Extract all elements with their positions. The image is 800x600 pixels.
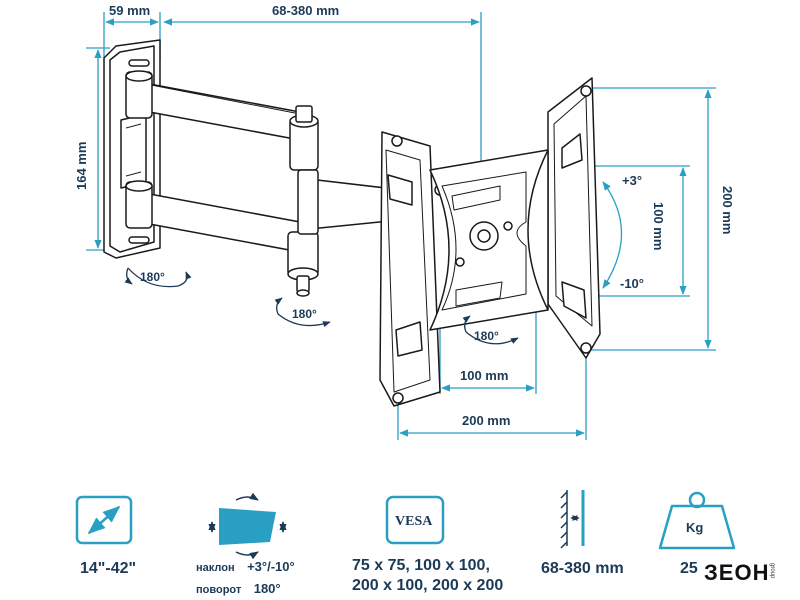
weight-badge: Kg <box>686 520 703 535</box>
wall-plate-width-label: 59 mm <box>109 3 150 18</box>
arm-swivel-label: 180° <box>292 307 317 321</box>
vesa-icon <box>385 495 445 545</box>
vesa-max-width-label: 200 mm <box>462 413 510 428</box>
tilt-swivel-icon <box>208 492 287 560</box>
vesa-line-2: 200 x 100, 200 x 200 <box>352 577 504 594</box>
tilt-down-label: -10° <box>620 276 644 291</box>
brand-logo-text: ЗЕОН <box>702 560 772 585</box>
tilt-label: наклон <box>196 562 235 574</box>
plate-rotation-label: 180° <box>474 329 499 343</box>
arm-extension-label: 68-380 mm <box>272 3 339 18</box>
vesa-max-height-label: 200 mm <box>720 186 735 234</box>
swivel-spec: поворот 180° <box>196 580 281 598</box>
wall-distance-text: 68-380 mm <box>541 560 624 577</box>
screen-size-text: 14"-42" <box>80 560 137 577</box>
weight-icon <box>658 491 736 550</box>
vesa-min-height-label: 100 mm <box>651 202 666 250</box>
screen-size-icon <box>75 495 133 545</box>
wall-plate-height-label: 164 mm <box>74 142 89 190</box>
tilt-value: +3°/-10° <box>247 559 295 574</box>
tilt-spec: наклон +3°/-10° <box>196 558 295 576</box>
vesa-min-width-label: 100 mm <box>460 368 508 383</box>
brand-logo: ЗЕОН group <box>702 560 775 586</box>
vesa-plate <box>379 77 601 407</box>
brand-sub: group <box>769 563 775 579</box>
vesa-line-1: 75 x 75, 100 x 100, <box>352 557 490 574</box>
rotation-arrows <box>124 267 519 345</box>
vesa-badge: VESA <box>395 514 433 529</box>
swing-arms <box>125 70 421 297</box>
tilt-up-label: +3° <box>622 173 642 188</box>
wall-distance-icon <box>560 490 585 549</box>
wall-swivel-label: 180° <box>140 270 165 284</box>
swivel-value: 180° <box>253 581 281 596</box>
weight-text: 25 <box>680 560 698 577</box>
swivel-label: поворот <box>196 584 242 596</box>
